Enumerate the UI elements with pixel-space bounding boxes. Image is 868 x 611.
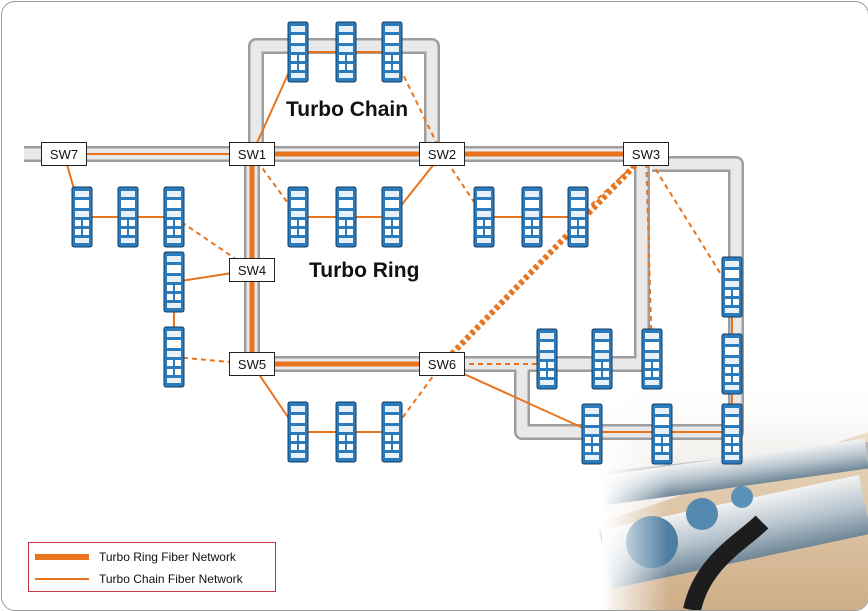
legend-swatch-thick [35, 554, 89, 560]
industrial-ethernet-switch-icon [721, 333, 743, 395]
industrial-ethernet-switch-icon [521, 186, 543, 248]
switch-sw2: SW2 [419, 142, 465, 166]
switch-sw5: SW5 [229, 352, 275, 376]
legend-label-ring: Turbo Ring Fiber Network [99, 550, 236, 564]
industrial-ethernet-switch-icon [71, 186, 93, 248]
industrial-ethernet-switch-icon [335, 21, 357, 83]
industrial-ethernet-switch-icon [163, 326, 185, 388]
industrial-ethernet-switch-icon [335, 401, 357, 463]
switch-sw3: SW3 [623, 142, 669, 166]
industrial-ethernet-switch-icon [163, 186, 185, 248]
legend: Turbo Ring Fiber Network Turbo Chain Fib… [28, 542, 276, 592]
industrial-ethernet-switch-icon [651, 403, 673, 465]
switch-sw4: SW4 [229, 258, 275, 282]
legend-label-chain: Turbo Chain Fiber Network [99, 572, 243, 586]
legend-swatch-thin [35, 578, 89, 580]
industrial-ethernet-switch-icon [381, 21, 403, 83]
industrial-ethernet-switch-icon [641, 328, 663, 390]
switch-sw6: SW6 [419, 352, 465, 376]
legend-item-chain: Turbo Chain Fiber Network [35, 571, 243, 587]
industrial-ethernet-switch-icon [536, 328, 558, 390]
turbo-ring-label: Turbo Ring [309, 259, 420, 282]
industrial-ethernet-switch-icon [287, 186, 309, 248]
industrial-ethernet-switch-icon [287, 21, 309, 83]
legend-item-ring: Turbo Ring Fiber Network [35, 549, 236, 565]
industrial-ethernet-switch-icon [163, 251, 185, 313]
industrial-ethernet-switch-icon [381, 401, 403, 463]
industrial-ethernet-switch-icon [335, 186, 357, 248]
industrial-ethernet-switch-icon [473, 186, 495, 248]
industrial-ethernet-switch-icon [581, 403, 603, 465]
industrial-ethernet-switch-icon [567, 186, 589, 248]
switch-sw7: SW7 [41, 142, 87, 166]
industrial-ethernet-switch-icon [721, 403, 743, 465]
industrial-ethernet-switch-icon [381, 186, 403, 248]
industrial-ethernet-switch-icon [591, 328, 613, 390]
industrial-ethernet-switch-icon [117, 186, 139, 248]
industrial-ethernet-switch-icon [721, 256, 743, 318]
turbo-chain-label: Turbo Chain [286, 98, 409, 121]
switch-sw1: SW1 [229, 142, 275, 166]
industrial-ethernet-switch-icon [287, 401, 309, 463]
